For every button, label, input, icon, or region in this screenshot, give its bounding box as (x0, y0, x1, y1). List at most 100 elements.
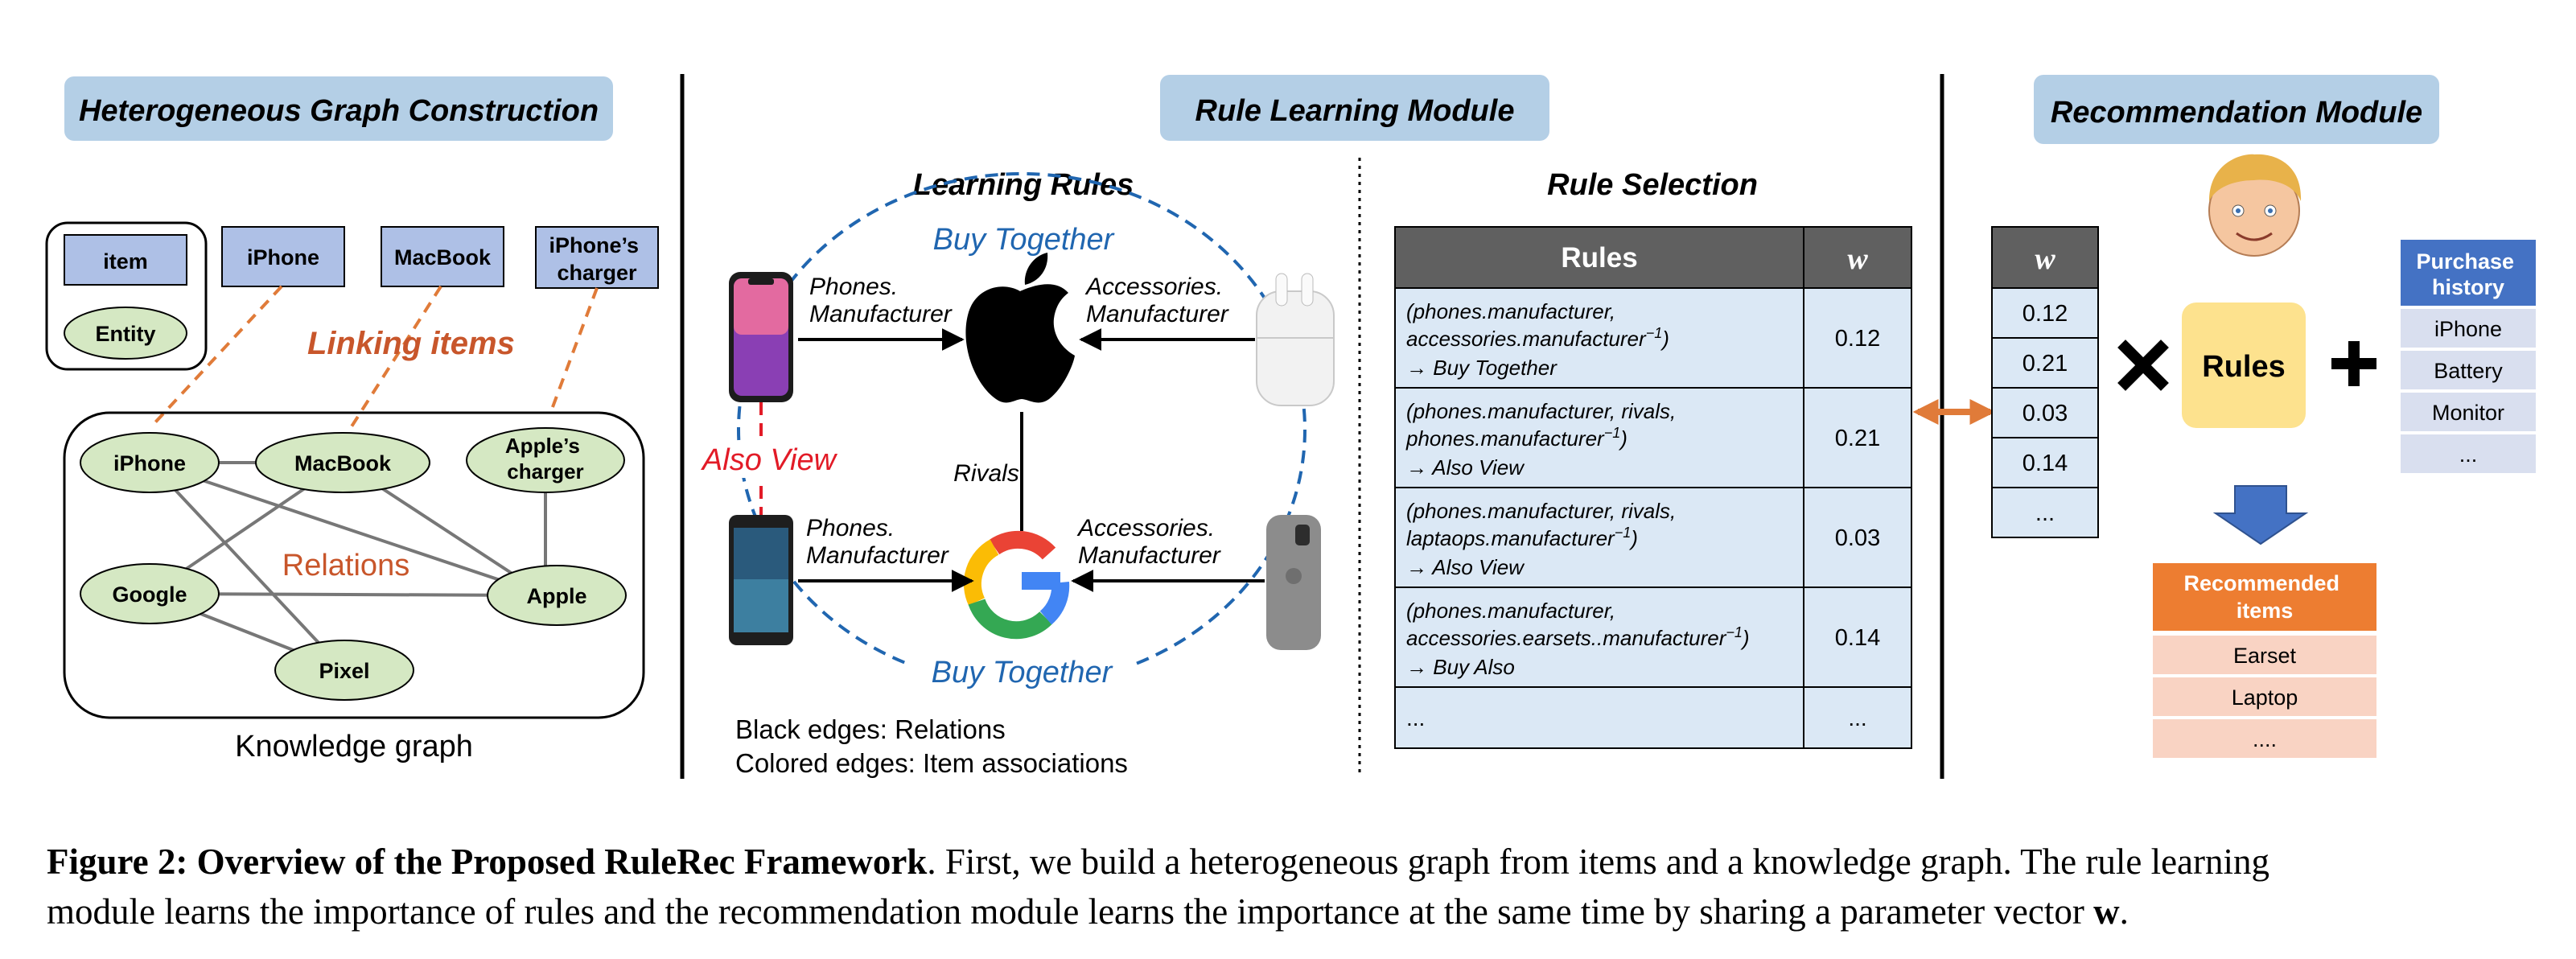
pixel-phone-image (729, 515, 793, 645)
w-cell: 0.14 (1991, 437, 2099, 488)
right-section-title: Recommendation Module (2051, 96, 2422, 130)
legend-box: item Entity (45, 221, 208, 371)
rule-row: (phones.manufacturer, rivals,laptaops.ma… (1394, 487, 1912, 588)
rule-weight: 0.21 (1835, 426, 1880, 451)
kg-node-google (80, 563, 220, 624)
plus-icon (2331, 341, 2376, 386)
kg-node-apple (487, 565, 627, 626)
caption-end: . (2119, 891, 2129, 932)
apple-logo-icon (965, 253, 1075, 403)
caption-vector: w (2093, 891, 2120, 932)
phones-manufacturer-top: Phones. Manufacturer (809, 274, 953, 327)
knowledge-graph: iPhone MacBook Apple’s charger Google Ap… (63, 411, 645, 719)
w-cell: ... (1991, 487, 2099, 538)
rule-row: (phones.manufacturer, rivals,phones.manu… (1394, 387, 1912, 488)
purchase-item-label: Battery (2434, 359, 2503, 383)
rule-weight: 0.14 (1835, 625, 1880, 651)
purchase-item-label: Monitor (2432, 401, 2504, 425)
kg-label-google: Google (113, 582, 187, 607)
legend-entity-label: Entity (95, 322, 155, 346)
recommended-item-label: Laptop (2232, 685, 2298, 710)
purchase-item: Battery (2401, 351, 2536, 389)
w-column-cells: 0.12 0.21 0.03 0.14... (1991, 287, 2099, 538)
legend-item-label: item (103, 249, 148, 274)
rule-weight: 0.03 (1835, 525, 1880, 551)
w-value: 0.12 (2023, 301, 2068, 327)
purchase-history: Purchase history (2401, 240, 2536, 306)
recommended-item: Earset (2153, 636, 2376, 674)
w-cell: 0.03 (1991, 387, 2099, 438)
purchase-item-label: iPhone (2434, 317, 2502, 341)
rule-text: ... (1406, 706, 1425, 731)
framework-diagram: Heterogeneous Graph Construction Rule Le… (45, 74, 2536, 779)
right-title-box (2034, 75, 2439, 144)
kg-node-pixel (274, 640, 414, 701)
rule-text: (phones.manufacturer,accessories.earsets… (1406, 599, 1750, 679)
w-column: w (1991, 226, 2099, 289)
rule-table-rows: (phones.manufacturer,accessories.manufac… (1394, 287, 1912, 749)
rivals-label: Rivals (953, 460, 1019, 487)
recommended-item: .... (2153, 719, 2376, 758)
kg-node-macbook (255, 432, 430, 493)
caption-label: Figure 2: Overview of the Proposed RuleR… (47, 842, 928, 882)
item-node-iphone (221, 226, 345, 287)
rules-box (2182, 303, 2306, 428)
knowledge-graph-label: Knowledge graph (235, 730, 473, 763)
google-logo-icon (963, 530, 1070, 640)
kg-label-iphone: iPhone (113, 451, 186, 475)
rule-row: (phones.manufacturer,accessories.earsets… (1394, 587, 1912, 688)
relations-label: Relations (282, 549, 409, 582)
kg-node-iphone (80, 432, 220, 493)
kg-label-macbook: MacBook (294, 451, 392, 475)
recommended-item-label: Earset (2233, 644, 2297, 668)
legend-entity-node (64, 307, 187, 360)
middle-section-title: Rule Learning Module (1195, 94, 1515, 128)
rule-text: (phones.manufacturer, rivals,laptaops.ma… (1406, 499, 1676, 579)
recommended-items-title: Recommended items (2183, 571, 2345, 623)
buy-together-bottom-label: Buy Together (932, 656, 1113, 689)
rule-row: (phones.manufacturer,accessories.manufac… (1394, 287, 1912, 389)
rule-table: Rules w (1394, 226, 1912, 289)
left-section-title: Heterogeneous Graph Construction (79, 94, 599, 128)
legend-item-node (64, 234, 187, 286)
w-column-header: w (2035, 242, 2055, 276)
rule-weight: ... (1848, 706, 1866, 731)
recommended-item-label: .... (2253, 727, 2277, 751)
also-view-label: Also View (701, 443, 838, 477)
linking-items-label: Linking items (307, 326, 515, 361)
purchase-history-title: Purchase history (2416, 249, 2520, 299)
rule-text: (phones.manufacturer, rivals,phones.manu… (1405, 399, 1676, 480)
caption-text-1: . First, we build a heterogeneous graph … (927, 842, 2270, 882)
figure-caption: Figure 2: Overview of the Proposed RuleR… (47, 837, 2541, 936)
w-value: 0.03 (2023, 401, 2068, 426)
item-node-macbook (381, 226, 504, 287)
item-nodes: iPhone MacBook iPhone’s charger (221, 226, 659, 289)
w-cell: 0.21 (1991, 337, 2099, 389)
caption-text-2: module learns the importance of rules an… (47, 891, 2094, 932)
purchase-item: Monitor (2401, 393, 2536, 431)
down-arrow-icon (2212, 485, 2309, 545)
w-value: 0.21 (2023, 351, 2068, 377)
rule-selection-title: Rule Selection (1547, 168, 1758, 202)
w-value: 0.14 (2023, 451, 2068, 476)
accessories-manufacturer-top: Accessories. Manufacturer (1084, 274, 1229, 327)
airpods-image (1256, 273, 1335, 406)
multiply-icon (2117, 340, 2169, 391)
phones-manufacturer-bottom: Phones. Manufacturer (806, 515, 949, 569)
purchase-history-items: iPhoneBatteryMonitor... (2401, 309, 2536, 473)
recommended-items: Recommended items (2153, 563, 2376, 631)
rules-box-label: Rules (2202, 350, 2285, 384)
rule-text: (phones.manufacturer,accessories.manufac… (1406, 299, 1669, 380)
w-cell: 0.12 (1991, 287, 2099, 339)
rule-table-header-w: w (1847, 242, 1868, 276)
purchase-item-label: ... (2459, 442, 2478, 467)
kg-node-apple-charger (466, 427, 625, 493)
item-label-iphone-charger: iPhone’s charger (549, 233, 644, 285)
w-value: ... (2035, 500, 2055, 526)
user-avatar-icon (2208, 154, 2302, 257)
learning-rules-title: Learning Rules (913, 168, 1134, 202)
iphone-x-image (729, 272, 793, 402)
legend-black-edges: Black edges: Relations (735, 714, 1006, 744)
kg-label-apple-charger: Apple’s charger (505, 434, 586, 484)
linking-lines (153, 285, 599, 434)
